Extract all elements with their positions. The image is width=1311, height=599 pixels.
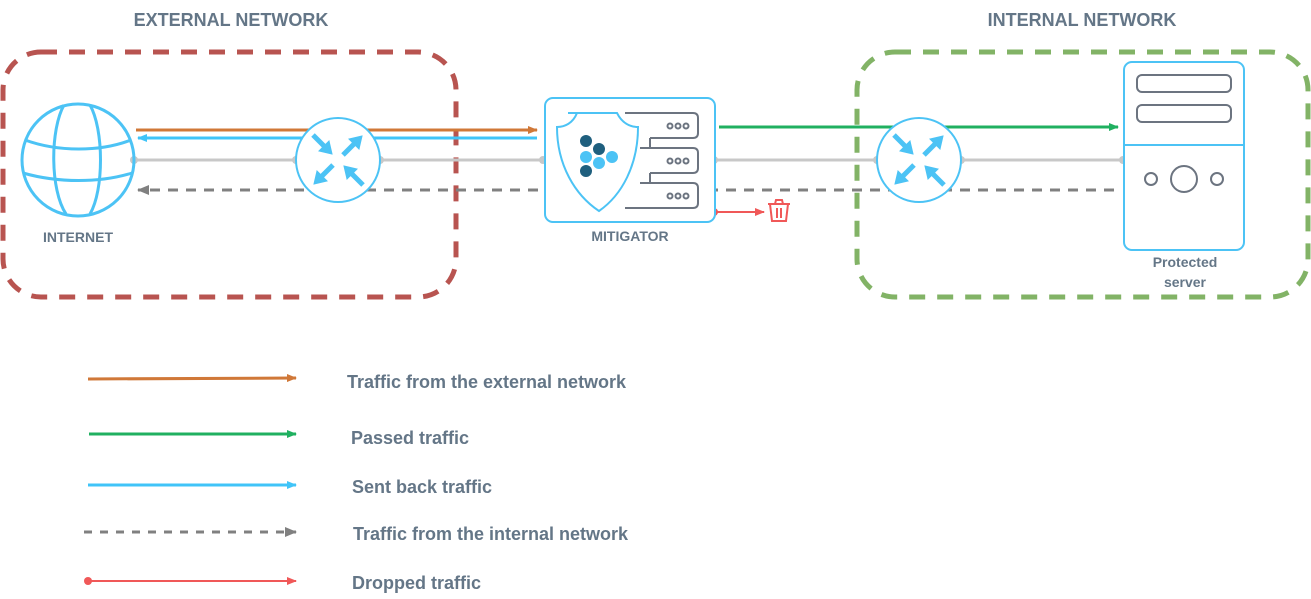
legend-item-internal-traffic: Traffic from the internal network <box>84 524 629 544</box>
shield-icon <box>555 112 640 213</box>
mitigator-label: MITIGATOR <box>591 228 668 244</box>
external-network-title: EXTERNAL NETWORK <box>134 10 329 30</box>
server-power-button <box>1170 165 1198 193</box>
internal-network-zone <box>854 49 1311 300</box>
router-external[interactable] <box>295 117 381 203</box>
legend-item-external-traffic: Traffic from the external network <box>87 372 627 392</box>
server-rack-icon <box>625 112 699 209</box>
protected-server[interactable] <box>1123 61 1245 251</box>
legend-label: Dropped traffic <box>352 573 481 593</box>
mitigator-device[interactable] <box>544 97 716 223</box>
server-led <box>1144 172 1158 186</box>
protected-server-label-line1: Protected <box>1153 254 1218 270</box>
legend-label: Traffic from the internal network <box>353 524 629 544</box>
server-drive-bay <box>1136 104 1232 123</box>
server-drive-bay <box>1136 74 1232 93</box>
legend-item-sent-back-traffic: Sent back traffic <box>88 477 492 497</box>
legend: Traffic from the external network Passed… <box>84 372 629 593</box>
legend-label: Sent back traffic <box>352 477 492 497</box>
globe-icon <box>20 102 136 218</box>
external-network-zone <box>0 49 459 300</box>
dropped-traffic-flow <box>710 208 765 216</box>
server-led <box>1210 172 1224 186</box>
router-icon <box>876 117 962 203</box>
internet-label: INTERNET <box>43 229 113 245</box>
internal-network-title: INTERNAL NETWORK <box>988 10 1177 30</box>
trash-icon <box>768 199 790 222</box>
router-icon <box>295 117 381 203</box>
protected-server-label-line2: server <box>1164 274 1207 290</box>
legend-item-passed-traffic: Passed traffic <box>89 428 469 448</box>
legend-label: Traffic from the external network <box>347 372 627 392</box>
legend-item-dropped-traffic: Dropped traffic <box>84 573 481 593</box>
router-internal[interactable] <box>876 117 962 203</box>
legend-label: Passed traffic <box>351 428 469 448</box>
legend-line <box>87 374 297 383</box>
server-icon <box>1123 61 1245 251</box>
